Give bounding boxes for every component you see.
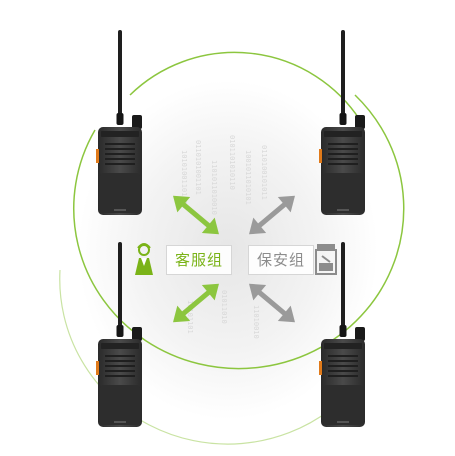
orbit-ring-inner — [59, 269, 331, 445]
svg-text:11010010: 11010010 — [252, 305, 260, 339]
security-guard-icon — [315, 244, 337, 275]
customer-service-agent-icon — [135, 243, 153, 275]
svg-text:0110101001101: 0110101001101 — [194, 140, 202, 195]
group-label-security: 保安组 — [248, 245, 314, 275]
binary-stream-decoration: 1010100110101 0110101001101 110101101001… — [180, 135, 268, 339]
orbit-ring-outer — [73, 94, 405, 370]
orbit-ring-top — [129, 51, 361, 121]
group-label-customer-service: 客服组 — [166, 245, 232, 275]
svg-text:01011010: 01011010 — [220, 290, 228, 324]
svg-text:0110100101011: 0110100101011 — [260, 145, 268, 200]
svg-text:0101101010110: 0101101010110 — [228, 135, 236, 190]
svg-text:1001011010101: 1001011010101 — [244, 150, 252, 205]
svg-text:10101101: 10101101 — [186, 300, 194, 334]
svg-text:1101011010010: 1101011010010 — [210, 160, 218, 215]
radio-top-left — [96, 30, 142, 215]
svg-text:1010100110101: 1010100110101 — [180, 150, 188, 205]
